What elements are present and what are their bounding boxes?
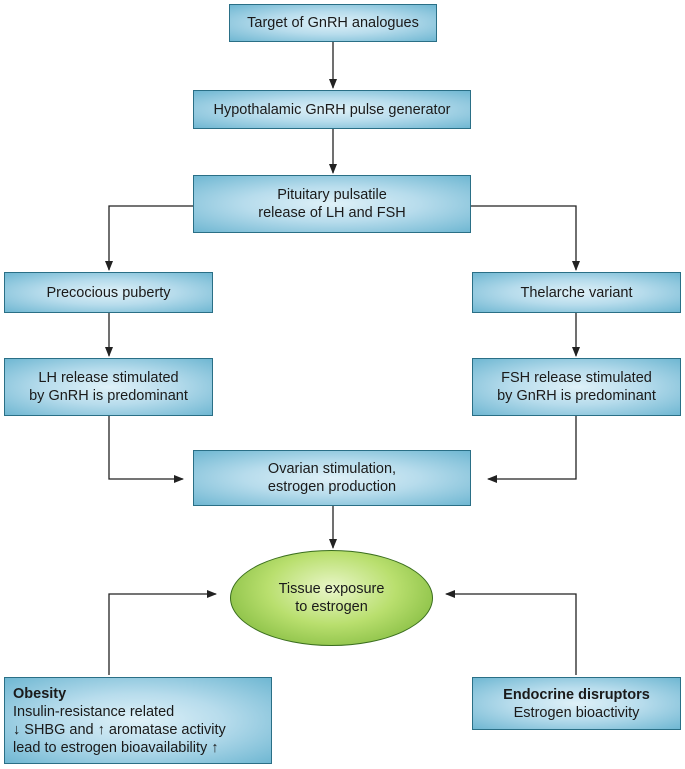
pituitary-line-1: Pituitary pulsatile [277, 187, 387, 203]
ovarian-line-2: estrogen production [267, 479, 397, 495]
precocious-puberty-box: Precocious puberty [4, 272, 213, 313]
arrow-obesity-to-tissue [108, 590, 217, 675]
pulse-generator-label: Hypothalamic GnRH pulse generator [213, 101, 451, 118]
tissue-exposure-oval: Tissue exposure to estrogen [230, 550, 433, 646]
fsh-release-box: FSH release stimulated by GnRH is predom… [472, 358, 681, 416]
obesity-line-2: ↓ SHBG and ↑ aromatase activity [13, 721, 226, 738]
tissue-line-2: to estrogen [295, 599, 368, 615]
precocious-puberty-label: Precocious puberty [46, 284, 171, 301]
endocrine-line: Estrogen bioactivity [513, 704, 640, 721]
target-label: Target of GnRH analogues [247, 15, 419, 31]
pulse-generator-box: Hypothalamic GnRH pulse generator [193, 90, 471, 129]
arrow-endocrine-to-tissue [445, 590, 577, 675]
thelarche-variant-box: Thelarche variant [472, 272, 681, 313]
arrow-lh-to-ovarian [108, 416, 184, 483]
pituitary-line-2: release of LH and FSH [258, 205, 406, 221]
obesity-line-3: lead to estrogen bioavailability ↑ [13, 739, 219, 756]
thelarche-variant-label: Thelarche variant [520, 284, 633, 301]
obesity-line-1: Insulin-resistance related [13, 703, 175, 720]
arrow-fsh-to-ovarian [487, 416, 577, 483]
fsh-release-line-2: by GnRH is predominant [497, 388, 656, 404]
tissue-line-1: Tissue exposure [278, 581, 385, 597]
ovarian-line-1: Ovarian stimulation, [267, 461, 397, 477]
lh-release-box: LH release stimulated by GnRH is predomi… [4, 358, 213, 416]
fsh-release-line-1: FSH release stimulated [501, 370, 652, 386]
target-box: Target of GnRH analogues [229, 4, 437, 42]
endocrine-disruptors-box: Endocrine disruptors Estrogen bioactivit… [472, 677, 681, 730]
arrow-pituitary-to-precocious [105, 205, 193, 271]
arrow-pituitary-to-thelarche [471, 205, 580, 271]
endocrine-title: Endocrine disruptors [503, 686, 650, 703]
obesity-box: Obesity Insulin-resistance related ↓ SHB… [4, 677, 272, 764]
pituitary-box: Pituitary pulsatile release of LH and FS… [193, 175, 471, 233]
obesity-title: Obesity [13, 685, 67, 702]
ovarian-stimulation-box: Ovarian stimulation, estrogen production [193, 450, 471, 506]
lh-release-line-1: LH release stimulated [38, 370, 179, 386]
lh-release-line-2: by GnRH is predominant [29, 388, 188, 404]
